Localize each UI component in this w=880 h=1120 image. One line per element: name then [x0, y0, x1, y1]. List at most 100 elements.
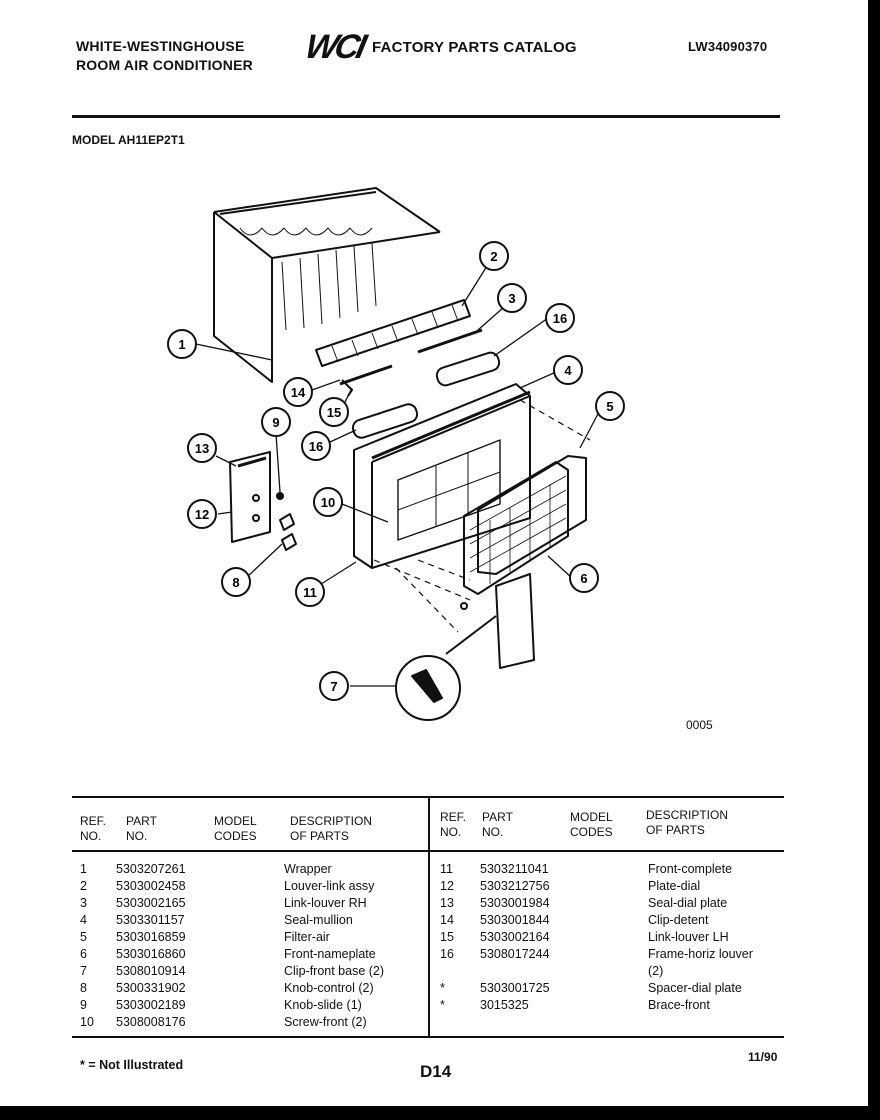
- cell-desc: Front-nameplate: [284, 947, 376, 961]
- svg-text:13: 13: [195, 441, 209, 456]
- filter-air-part: [477, 455, 587, 575]
- cell-desc: Clip-front base (2): [284, 964, 385, 978]
- svg-text:16: 16: [553, 311, 567, 326]
- callout-8: 8: [221, 567, 251, 597]
- cell-part: 5303001844: [480, 913, 550, 927]
- dial-plate-part: [229, 451, 271, 543]
- table-row: 14 5303001844 Clip-detent: [440, 913, 780, 930]
- col-desc-left: DESCRIPTION OF PARTS: [290, 814, 373, 843]
- cell-part: 5303211041: [480, 862, 549, 876]
- callout-13: 13: [187, 433, 217, 463]
- revision-date: 11/90: [748, 1050, 778, 1064]
- link-louver-lh: [339, 364, 393, 386]
- callout-10: 10: [313, 487, 343, 517]
- cell-part: 5303002189: [116, 998, 186, 1012]
- cell-part: 5303016859: [116, 930, 186, 944]
- col-desc-right: DESCRIPTION OF PARTS: [646, 808, 729, 837]
- callout-9: 9: [261, 407, 291, 437]
- cell-desc: Brace-front: [648, 998, 710, 1012]
- cell-desc: Link-louver LH: [648, 930, 729, 944]
- svg-text:12: 12: [195, 507, 209, 522]
- cell-desc: Filter-air: [284, 930, 330, 944]
- cell-ref: 3: [80, 896, 87, 910]
- exploded-parts-diagram: 1 2 3 4 5 6 7 8 9 10 11 12 13 14 15 16 1…: [167, 187, 625, 721]
- callout-15: 15: [319, 397, 349, 427]
- cell-ref: 4: [80, 913, 87, 927]
- cell-ref: 11: [440, 862, 453, 876]
- svg-text:4: 4: [564, 363, 572, 378]
- svg-text:2: 2: [490, 249, 497, 264]
- svg-text:8: 8: [232, 575, 239, 590]
- callout-2: 2: [479, 241, 509, 271]
- cell-ref: 9: [80, 998, 87, 1012]
- table-bottom-rule: [72, 1036, 784, 1038]
- brace-front: [495, 573, 535, 669]
- cell-part: 5303207261: [116, 862, 186, 876]
- cell-part: 5308010914: [116, 964, 186, 978]
- col-ref-left: REF. NO.: [80, 814, 107, 843]
- table-row: 8 5300331902 Knob-control (2): [80, 981, 420, 998]
- callout-1: 1: [167, 329, 197, 359]
- seal-mullion: [371, 390, 531, 460]
- header-rule: [72, 115, 780, 118]
- footnote: * = Not Illustrated: [80, 1058, 184, 1072]
- page-code: D14: [420, 1062, 452, 1081]
- cell-ref: 14: [440, 913, 454, 927]
- cell-part: 5308008176: [116, 1015, 186, 1029]
- front-complete-part: [353, 383, 531, 569]
- callout-6: 6: [569, 563, 599, 593]
- front-nameplate-part: [463, 461, 569, 595]
- cell-desc: Louver-link assy: [284, 879, 375, 893]
- cell-ref: 8: [80, 981, 87, 995]
- table-row: * 3015325 Brace-front: [440, 998, 780, 1015]
- cell-ref: 1: [80, 862, 87, 876]
- brand-line-2: ROOM AIR CONDITIONER: [76, 57, 253, 73]
- brand-line-1: WHITE-WESTINGHOUSE: [76, 38, 245, 54]
- callout-11: 11: [295, 577, 325, 607]
- col-part-right: PART NO.: [482, 810, 513, 839]
- link-louver-rh: [417, 328, 483, 354]
- figure-code: 0005: [686, 718, 713, 732]
- cell-desc: Knob-control (2): [284, 981, 374, 995]
- cell-part: 3015325: [480, 998, 529, 1012]
- louver-link-part: [315, 299, 471, 367]
- cell-part: 5303001725: [480, 981, 550, 995]
- svg-text:16: 16: [309, 439, 323, 454]
- cell-desc: Spacer-dial plate: [648, 981, 742, 995]
- cell-desc: Clip-detent: [648, 913, 709, 927]
- cell-ref: 2: [80, 879, 87, 893]
- cell-ref: 6: [80, 947, 87, 961]
- cell-part: 5300331902: [116, 981, 186, 995]
- cell-part: 5303301157: [116, 913, 185, 927]
- svg-text:6: 6: [580, 571, 587, 586]
- clip-front-base-detail: [395, 602, 497, 721]
- cell-ref: *: [440, 998, 445, 1012]
- svg-text:11: 11: [303, 585, 317, 600]
- wrapper-part: [213, 187, 441, 383]
- col-part-left: PART NO.: [126, 814, 157, 843]
- cell-ref: 16: [440, 947, 454, 961]
- col-model-left: MODEL CODES: [214, 814, 257, 843]
- cell-ref: 12: [440, 879, 454, 893]
- callout-3: 3: [497, 283, 527, 313]
- svg-text:15: 15: [327, 405, 341, 420]
- col-model-right: MODEL CODES: [570, 810, 613, 839]
- cell-desc: Seal-dial plate: [648, 896, 728, 910]
- cell-part: 5303212756: [480, 879, 550, 893]
- cell-part: 5308017244: [480, 947, 550, 961]
- cell-ref: 13: [440, 896, 454, 910]
- callout-16-upper: 16: [545, 303, 575, 333]
- col-ref-right: REF. NO.: [440, 810, 467, 839]
- callouts: 1 2 3 4 5 6 7 8 9 10 11 12 13 14 15 16 1…: [167, 241, 625, 701]
- cell-desc: Screw-front (2): [284, 1015, 367, 1029]
- model-label: MODEL AH11EP2T1: [72, 133, 185, 147]
